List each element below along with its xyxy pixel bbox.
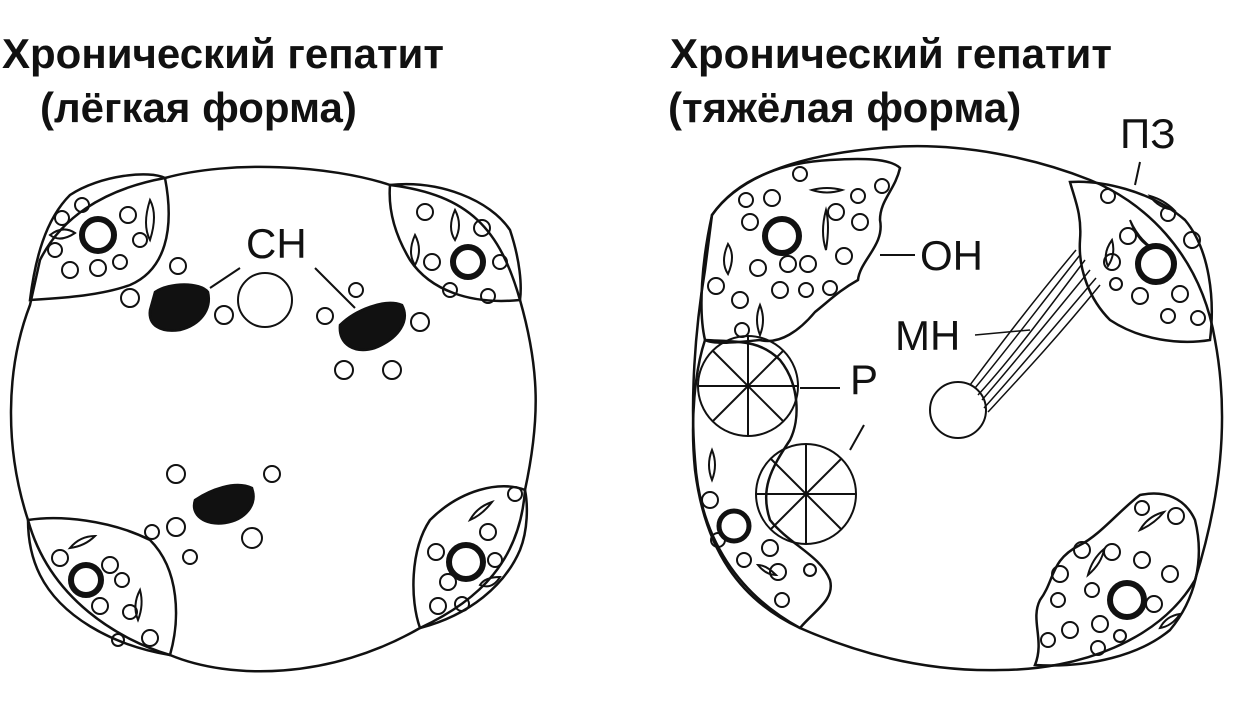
portal-zone-bottom-right [412,485,529,630]
necrosis-focus-2 [338,301,406,351]
necrosis-focus-1 [148,283,211,332]
label-mn: МН [895,312,961,359]
bridging-necrosis-band [969,249,1101,413]
title-right-line1: Хронический гепатит [670,30,1112,77]
rosette-2 [755,443,857,545]
right-lobule [691,144,1224,672]
central-vein-right [929,381,987,439]
portal-zone-right-top-right [1068,180,1213,344]
necrosis-focus-3 [192,483,255,525]
title-left-line2: (лёгкая форма) [40,84,357,131]
label-pz: ПЗ [1120,110,1176,157]
rosette-1 [697,335,799,437]
portal-zone-right-bottom [1033,492,1201,667]
left-lobule [9,165,537,673]
central-vein-left [237,272,293,328]
label-cn: СН [246,220,307,267]
title-right-line2: (тяжёлая форма) [668,84,1022,131]
portal-zone-top-right [388,183,522,303]
portal-zone-bottom-left [26,516,178,657]
label-p: Р [850,356,879,403]
title-left-line1: Хронический гепатит [2,30,444,77]
label-on: ОН [920,232,983,279]
portal-zone-top-left [28,173,170,302]
